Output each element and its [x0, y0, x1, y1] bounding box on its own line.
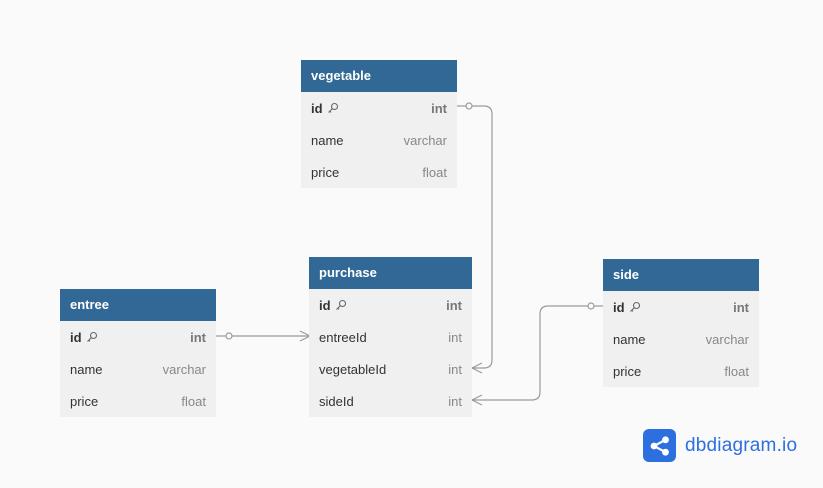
field-row[interactable]: price float: [301, 156, 457, 188]
field-type: int: [448, 361, 462, 377]
field-name: price: [70, 393, 99, 409]
relation-entree-purchase[interactable]: [216, 330, 311, 342]
field-type: float: [724, 363, 749, 379]
key-icon: [86, 331, 98, 343]
field-type: varchar: [705, 331, 749, 347]
field-row[interactable]: id int: [603, 291, 759, 323]
table-header[interactable]: side: [603, 259, 759, 291]
field-name: entreeId: [319, 329, 367, 345]
key-icon: [335, 299, 347, 311]
table-header[interactable]: entree: [60, 289, 216, 321]
field-name: vegetableId: [319, 361, 387, 377]
field-name: sideId: [319, 393, 354, 409]
logo-text: dbdiagram.io: [685, 434, 798, 456]
field-type: int: [190, 329, 206, 345]
share-nodes-icon: [643, 429, 676, 462]
key-icon: [327, 102, 339, 114]
field-type: int: [431, 100, 447, 116]
field-row[interactable]: id int: [309, 289, 472, 321]
field-name: price: [613, 363, 642, 379]
field-row[interactable]: price float: [60, 385, 216, 417]
field-type: int: [448, 393, 462, 409]
table-side[interactable]: side id int name varchar price float: [603, 259, 759, 387]
field-name: name: [70, 361, 103, 377]
field-type: varchar: [403, 132, 447, 148]
field-row[interactable]: sideId int: [309, 385, 472, 417]
field-row[interactable]: name varchar: [301, 124, 457, 156]
table-header[interactable]: vegetable: [301, 60, 457, 92]
field-row[interactable]: price float: [603, 355, 759, 387]
dbdiagram-logo[interactable]: dbdiagram.io: [643, 429, 797, 462]
field-name: price: [311, 164, 340, 180]
field-type: float: [181, 393, 206, 409]
field-name: name: [613, 331, 646, 347]
field-row[interactable]: entreeId int: [309, 321, 472, 353]
field-type: int: [733, 299, 749, 315]
field-type: float: [422, 164, 447, 180]
table-purchase[interactable]: purchase id int entreeId int vegetableId…: [309, 257, 472, 417]
field-name: name: [311, 132, 344, 148]
field-name: id: [319, 297, 331, 313]
field-type: varchar: [162, 361, 206, 377]
key-icon: [629, 301, 641, 313]
field-row[interactable]: name varchar: [603, 323, 759, 355]
field-row[interactable]: vegetableId int: [309, 353, 472, 385]
field-type: int: [448, 329, 462, 345]
table-entree[interactable]: entree id int name varchar price float: [60, 289, 216, 417]
field-name: id: [70, 329, 82, 345]
field-name: id: [311, 100, 323, 116]
field-name: id: [613, 299, 625, 315]
relation-side-purchase[interactable]: [471, 302, 603, 406]
field-row[interactable]: id int: [60, 321, 216, 353]
table-vegetable[interactable]: vegetable id int name varchar price floa…: [301, 60, 457, 188]
field-type: int: [446, 297, 462, 313]
field-row[interactable]: id int: [301, 92, 457, 124]
table-header[interactable]: purchase: [309, 257, 472, 289]
field-row[interactable]: name varchar: [60, 353, 216, 385]
